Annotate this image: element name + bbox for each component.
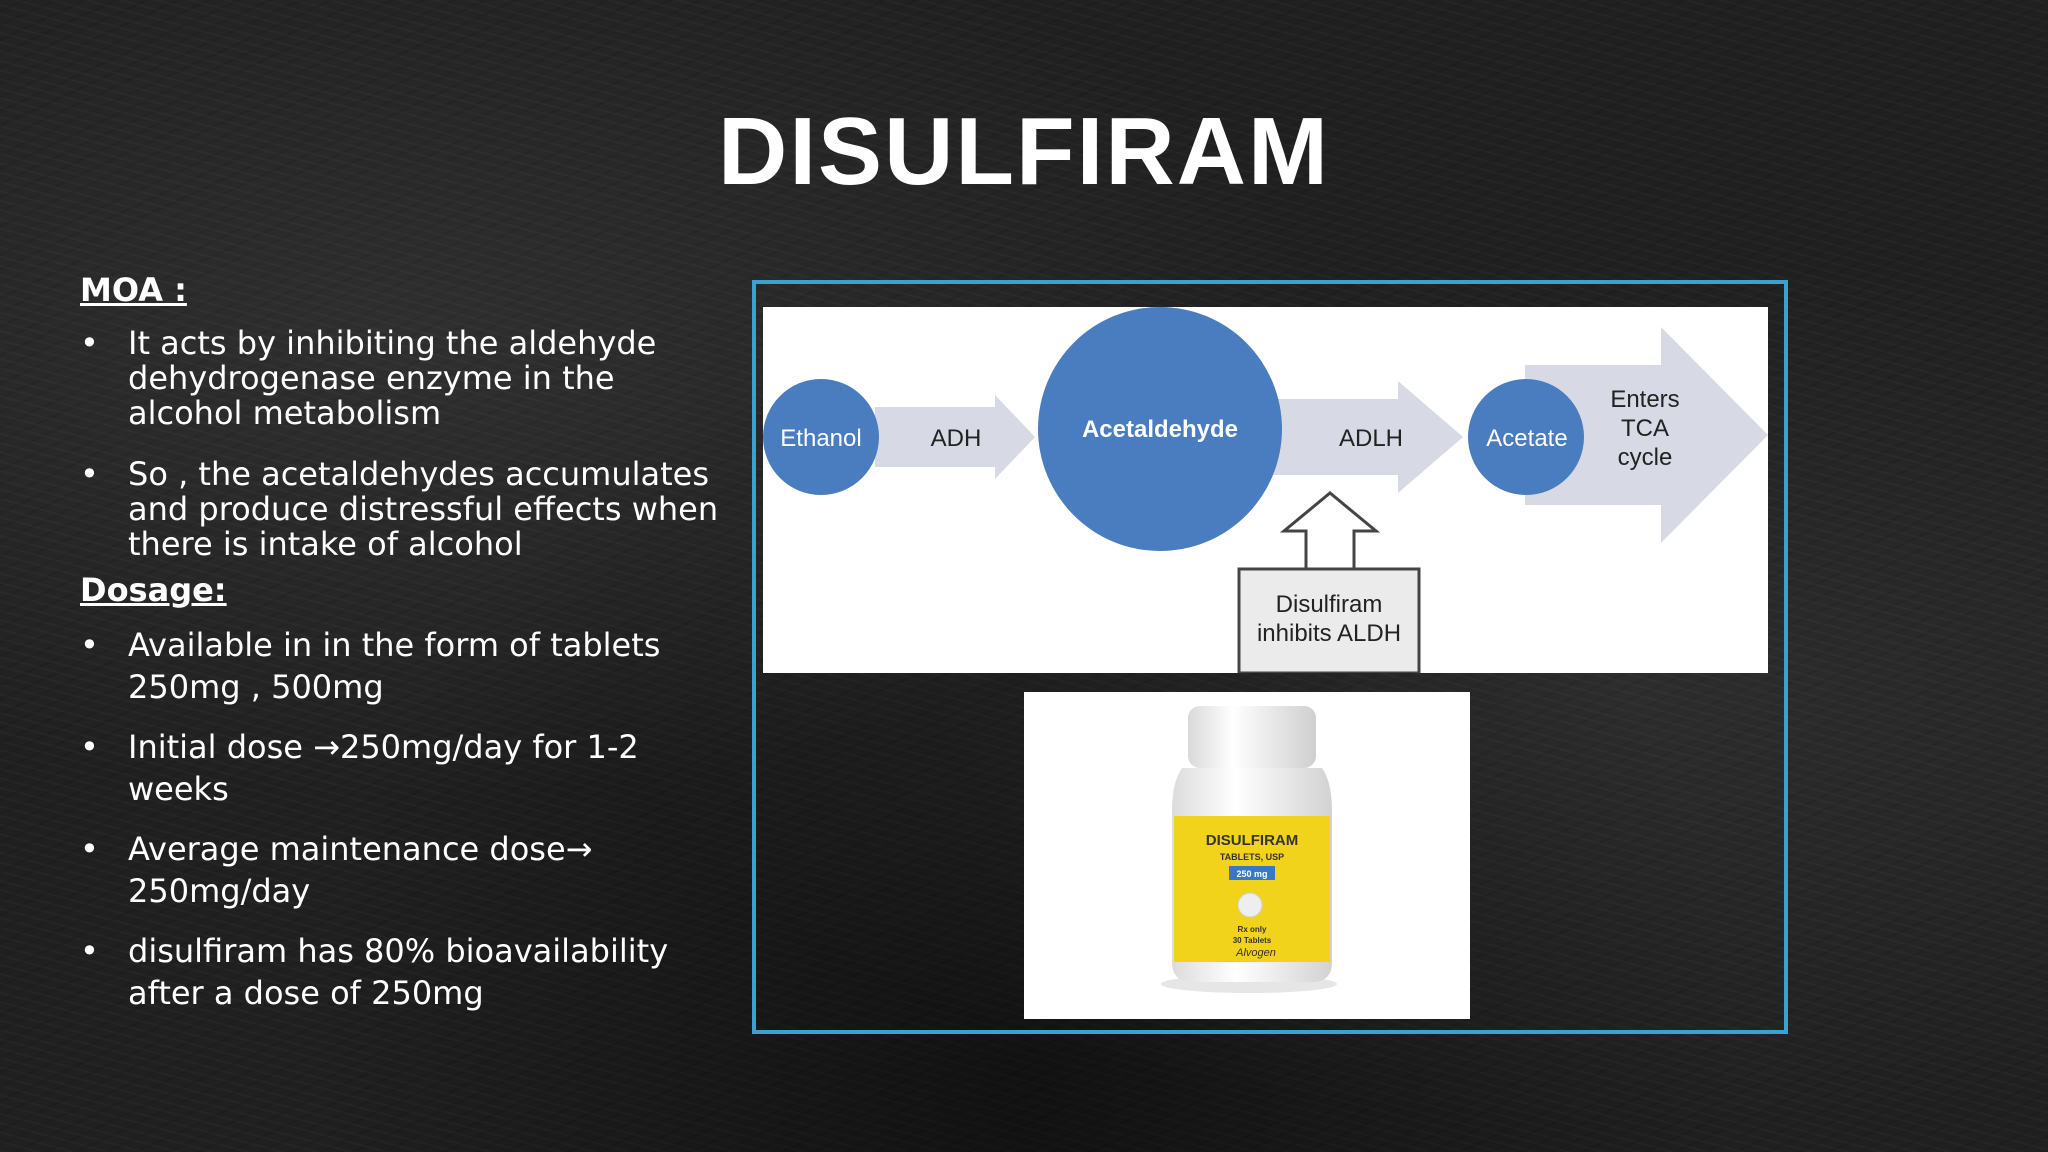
inhibit-label-line1: Disulfiram [1276, 591, 1383, 618]
enters-label: Enters [1610, 386, 1679, 413]
moa-bullet: So , the acetaldehydes accumulates and p… [80, 457, 720, 562]
moa-heading: MOA : [80, 271, 187, 309]
acetaldehyde-label: Acetaldehyde [1082, 416, 1238, 443]
bottle-rx: Rx only [1238, 925, 1267, 934]
ethanol-circle [763, 379, 879, 495]
bottle-form: TABLETS, USP [1220, 852, 1284, 862]
bottle-count: 30 Tablets [1233, 936, 1272, 945]
dosage-heading: Dosage: [80, 571, 227, 609]
bottle-strength: 250 mg [1236, 869, 1267, 879]
cycle-label: cycle [1618, 444, 1673, 471]
inhibit-label-line2: inhibits ALDH [1257, 620, 1401, 647]
dosage-bullet: Initial dose →250mg/day for 1-2 weeks [80, 726, 720, 810]
tca-arrow [1525, 327, 1768, 543]
acetaldehyde-circle [1038, 307, 1282, 551]
dosage-bullet: Average maintenance dose→ 250mg/day [80, 828, 720, 912]
adlh-arrow [1263, 381, 1463, 493]
moa-list: It acts by inhibiting the aldehyde dehyd… [80, 326, 720, 562]
image-frame [752, 280, 1788, 1034]
bottle-photo: DISULFIRAM TABLETS, USP 250 mg Rx only 3… [1024, 692, 1470, 1019]
acetate-circle [1468, 379, 1584, 495]
bottle-maker: Alvogen [1235, 947, 1276, 959]
metabolism-diagram: Ethanol ADH Acetaldehyde ADLH Acetate En… [763, 307, 1768, 673]
strength-badge [1229, 866, 1275, 880]
bottle-brand: DISULFIRAM [1206, 832, 1299, 849]
adh-label: ADH [931, 425, 982, 452]
inhibit-up-arrow [1279, 491, 1381, 571]
bottle-cap [1188, 706, 1316, 768]
dosage-bullet: Available in in the form of tablets 250m… [80, 624, 720, 708]
tablet-image [1237, 892, 1263, 918]
adh-arrow [875, 395, 1035, 479]
slide-title: DISULFIRAM [718, 98, 1330, 205]
bottle-label [1174, 816, 1330, 962]
moa-bullet: It acts by inhibiting the aldehyde dehyd… [80, 326, 720, 431]
dosage-bullet: disulfiram has 80% bioavailability after… [80, 930, 720, 1014]
dosage-list: Available in in the form of tablets 250m… [80, 624, 720, 1014]
acetate-label: Acetate [1486, 425, 1567, 452]
inhibit-box [1237, 567, 1421, 673]
adlh-label: ADLH [1339, 425, 1403, 452]
ethanol-label: Ethanol [780, 425, 861, 452]
tca-label: TCA [1621, 415, 1669, 442]
content-column: MOA : It acts by inhibiting the aldehyde… [80, 270, 720, 1032]
